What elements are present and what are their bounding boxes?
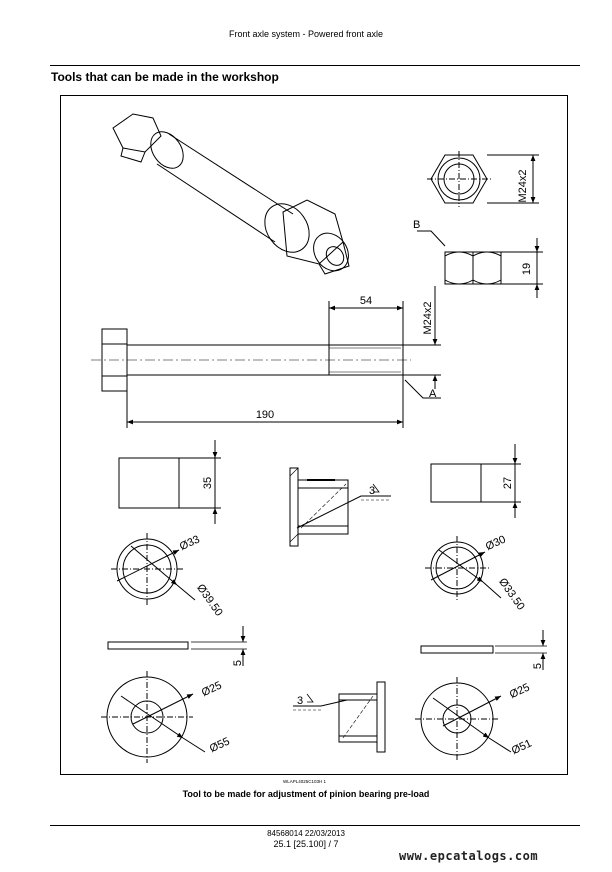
- footer-doc-number: 84568014 22/03/2013: [267, 829, 345, 838]
- figure-caption: Tool to be made for adjustment of pinion…: [182, 789, 430, 799]
- label-a: A: [429, 388, 437, 400]
- sleeve-large-height-label: 35: [202, 477, 214, 489]
- sleeve-large-inner-label: Ø33: [178, 533, 202, 553]
- footer-page-number: 25.1 [25.100] / 7: [273, 839, 339, 849]
- bolt-side-view: [91, 286, 441, 428]
- section-title: Tools that can be made in the workshop: [51, 70, 279, 84]
- washer-left-outer-label: Ø55: [208, 735, 232, 755]
- sleeve-small-outer-label: Ø33.50: [496, 576, 527, 612]
- nut-height-label: 19: [521, 263, 533, 275]
- technical-drawing: M24x2 19 B 54 M24x2 190 A 35 Ø33 Ø39.50 …: [60, 95, 568, 775]
- nut-top-view: [427, 151, 539, 207]
- weld-top-label: 3: [369, 485, 375, 497]
- washer-right-thickness-label: 5: [532, 663, 544, 669]
- nut-thread-label: M24x2: [517, 169, 529, 202]
- washer-right-inner-label: Ø25: [508, 681, 532, 701]
- figure-reference: WLAPL4025C103H 1: [283, 779, 327, 784]
- bushing-bottom-section: [293, 681, 386, 753]
- washer-left-inner-label: Ø25: [200, 679, 224, 699]
- watermark: www.epcatalogs.com: [399, 849, 539, 863]
- bolt-thread-length-label: 54: [360, 295, 372, 307]
- page-header: Front axle system - Powered front axle: [228, 29, 384, 39]
- nut-side-view: [417, 230, 543, 298]
- footer-divider: [50, 825, 580, 826]
- weld-bottom-label: 3: [297, 695, 303, 707]
- washer-right: [415, 630, 547, 761]
- bushing-top-section: [289, 467, 391, 547]
- header-divider: [50, 65, 580, 66]
- bolt-thread-label: M24x2: [422, 301, 434, 334]
- drawing-canvas: M24x2 19 B 54 M24x2 190 A 35 Ø33 Ø39.50 …: [91, 113, 547, 763]
- bolt-length-label: 190: [256, 409, 274, 421]
- sleeve-small-height-label: 27: [502, 477, 514, 489]
- bolt-isometric-view: [112, 113, 350, 275]
- washer-right-outer-label: Ø51: [510, 737, 534, 757]
- sleeve-large: [111, 440, 221, 605]
- sleeve-small-inner-label: Ø30: [484, 533, 508, 553]
- sleeve-small: [425, 444, 521, 600]
- label-b: B: [413, 219, 420, 231]
- sleeve-large-outer-label: Ø39.50: [194, 582, 225, 618]
- washer-left: [101, 626, 247, 763]
- washer-left-thickness-label: 5: [232, 660, 244, 666]
